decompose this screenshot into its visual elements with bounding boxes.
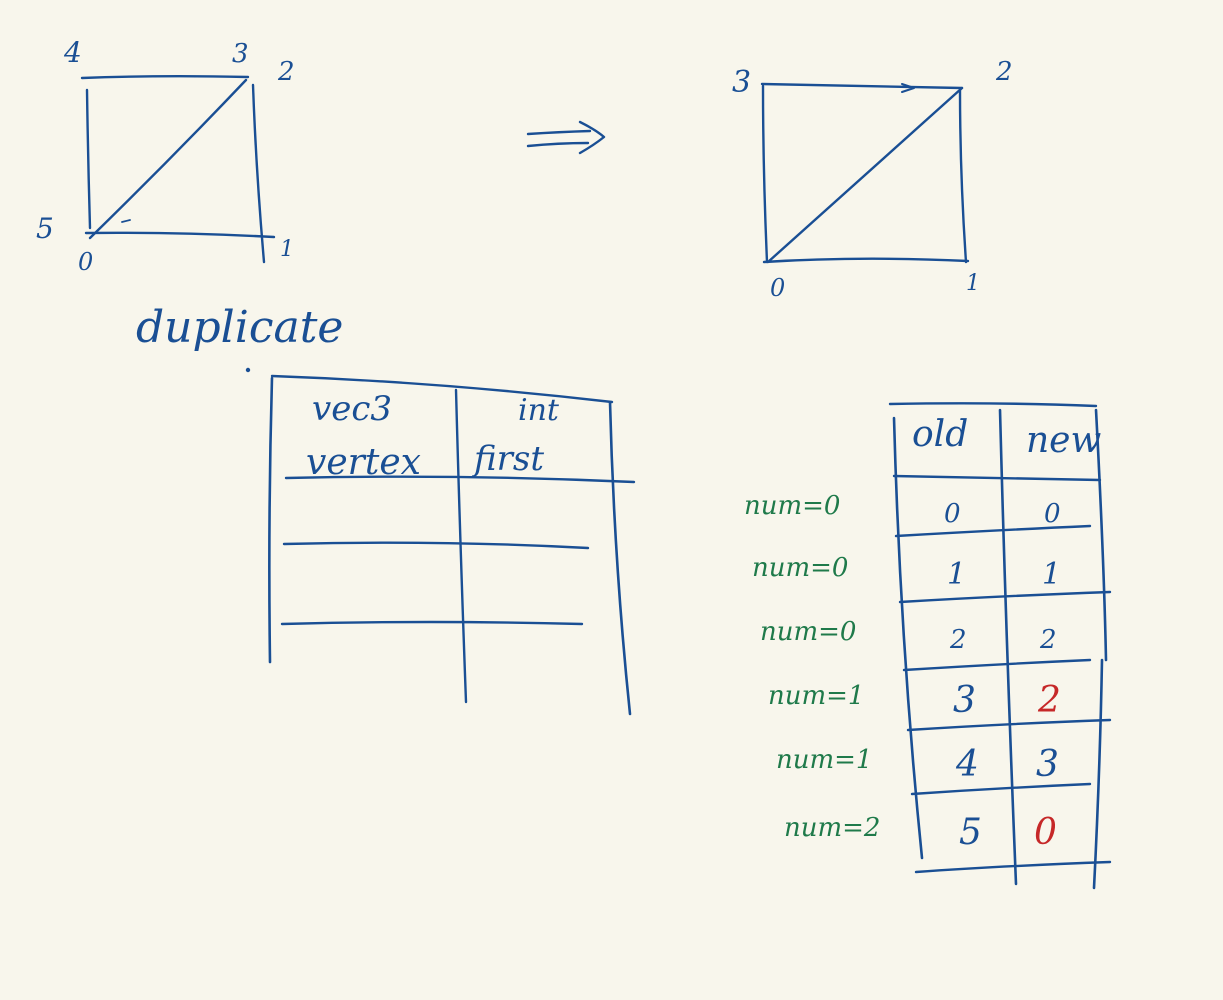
mapping-header-line: [892, 474, 1102, 482]
mapping-table: [888, 402, 1108, 890]
row-old-value: 1: [947, 557, 966, 592]
struct-header-type-1: vec3: [312, 389, 392, 429]
left-square-top-edge: [80, 75, 250, 80]
row-num-label: num=0: [752, 553, 848, 583]
row-separator-line: [894, 524, 1092, 538]
right-square-bottom-edge: [762, 257, 970, 264]
row-separator-line: [914, 860, 1112, 874]
mapping-header-new: new: [1026, 420, 1101, 461]
row-old-value: 4: [955, 744, 979, 785]
mapping-table-right: [1094, 408, 1108, 662]
row-num-label: num=0: [744, 491, 840, 521]
row-new-value: 0: [1044, 499, 1061, 529]
row-separator-line: [902, 658, 1092, 672]
left-square-diagonal: [88, 78, 248, 240]
mapping-table-right-lower: [1092, 658, 1104, 890]
row-num-label: num=1: [768, 681, 864, 711]
left-square-bottom-edge: [84, 231, 276, 239]
struct-table-right: [608, 400, 632, 716]
right-square-top-edge: [760, 82, 964, 90]
left-square: 4 3 2 5 0 1: [36, 36, 295, 276]
struct-table-row-line-2: [280, 620, 584, 626]
row-new-value: 3: [1036, 744, 1059, 785]
row-num-label: num=2: [784, 813, 880, 843]
right-label-tl: 3: [732, 65, 751, 100]
row-num-label: num=1: [776, 745, 872, 775]
row-old-value: 2: [949, 625, 967, 655]
row-num-label: num=0: [760, 617, 856, 647]
left-square-left-edge: [85, 88, 92, 230]
right-square-right-edge: [958, 88, 968, 264]
right-label-bl: 0: [770, 274, 785, 302]
struct-table-header-line: [284, 475, 636, 484]
struct-table-divider: [454, 388, 468, 704]
struct-header-name-2: first: [471, 439, 544, 479]
struct-table-left: [268, 376, 274, 664]
double-arrow-right-icon: [526, 120, 606, 155]
row-new-value: 0: [1034, 812, 1057, 853]
left-label-tl: 4: [63, 36, 82, 69]
struct-header-name-1: vertex: [306, 442, 421, 483]
row-old-value: 3: [953, 680, 976, 721]
left-label-tm: 3: [232, 39, 249, 69]
struct-header-type-2: int: [518, 393, 560, 428]
row-new-value: 1: [1042, 557, 1061, 592]
right-label-tr: 2: [995, 57, 1013, 87]
left-square-small-mark: [121, 219, 131, 223]
caption-dot: [245, 367, 251, 373]
mapping-rows: old new num=0 0 0 num=0 1 1 num=0 2 2 num=1 3 2 num=1 4…: [744, 414, 1112, 874]
right-square: 3 2 0 1: [732, 57, 1013, 302]
right-label-br: 1: [966, 271, 980, 296]
row-separator-line: [906, 718, 1112, 732]
struct-table-row-line-1: [282, 541, 590, 550]
mapping-table-top: [888, 402, 1098, 408]
mapping-table-divider: [998, 408, 1018, 886]
right-square-left-edge: [761, 84, 769, 264]
left-label-bl: 0: [78, 248, 93, 276]
row-old-value: 0: [944, 499, 961, 529]
mapping-table-left: [892, 416, 924, 860]
struct-table: vec3 vertex int first: [268, 374, 636, 716]
left-label-br: 1: [280, 237, 294, 262]
duplicate-caption: duplicate: [136, 302, 343, 353]
right-square-top-arrowhead: [901, 83, 915, 93]
row-new-value: 2: [1039, 625, 1057, 655]
struct-table-top: [270, 374, 614, 404]
left-label-bl-side: 5: [36, 212, 54, 245]
left-label-tr: 2: [277, 57, 295, 87]
mapping-header-old: old: [912, 414, 968, 455]
row-new-value: 2: [1037, 680, 1061, 721]
row-separator-line: [898, 590, 1112, 604]
left-square-right-edge: [251, 83, 266, 264]
right-square-diagonal: [766, 86, 964, 264]
row-old-value: 5: [959, 812, 982, 853]
row-separator-line: [910, 782, 1092, 796]
